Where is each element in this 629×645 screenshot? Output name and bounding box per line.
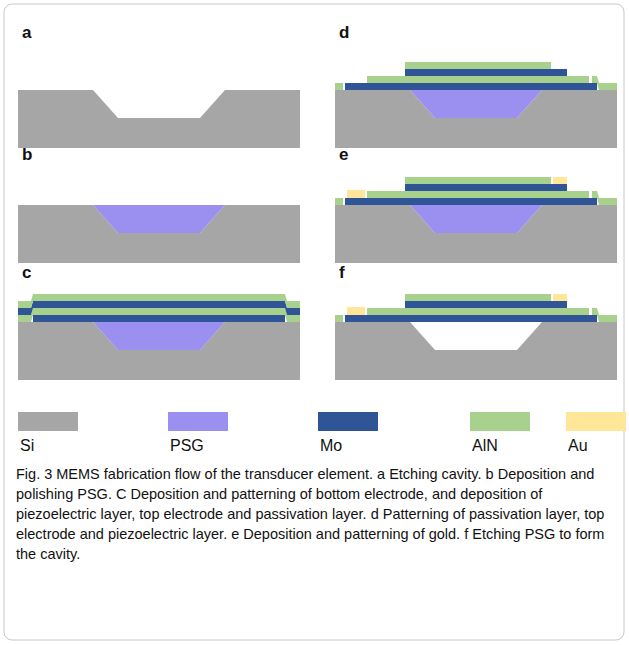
psg-sacrificial-layer	[410, 205, 542, 233]
passivation-layer	[18, 294, 300, 308]
piezoelectric-layer	[367, 191, 589, 198]
gold-pad	[553, 294, 567, 301]
top-electrode	[18, 301, 300, 315]
piezoelectric-layer	[335, 198, 343, 205]
bottom-electrode	[345, 198, 597, 205]
piezoelectric-layer	[367, 308, 589, 315]
gold-pad	[347, 307, 365, 315]
silicon-substrate	[335, 205, 617, 263]
psg-sacrificial-layer	[93, 205, 225, 233]
legend-swatch	[18, 412, 78, 431]
legend-label: AlN	[472, 438, 498, 454]
legend-swatch	[470, 412, 530, 431]
panel-letter: d	[339, 24, 349, 41]
piezoelectric-layer	[367, 76, 589, 83]
gold-pad	[347, 190, 365, 198]
panel-letter: e	[339, 146, 348, 163]
legend-label: Si	[20, 438, 34, 454]
bottom-electrode	[345, 315, 597, 322]
figure-caption: Fig. 3 MEMS fabrication flow of the tran…	[16, 464, 612, 564]
psg-sacrificial-layer	[410, 90, 542, 118]
piezoelectric-layer	[592, 308, 617, 322]
panel-letter: b	[22, 146, 32, 163]
piezoelectric-layer	[592, 191, 617, 205]
silicon-substrate	[18, 322, 300, 380]
silicon-substrate	[335, 322, 617, 380]
silicon-substrate	[18, 90, 300, 148]
legend-swatch	[566, 412, 626, 431]
psg-sacrificial-layer	[93, 322, 225, 350]
passivation-layer	[405, 62, 551, 69]
piezoelectric-layer	[335, 83, 343, 90]
piezoelectric-layer	[592, 76, 617, 90]
panel-letter: c	[22, 264, 31, 281]
passivation-layer	[405, 294, 551, 301]
top-electrode	[405, 69, 567, 76]
piezoelectric-layer	[18, 308, 300, 322]
top-electrode	[405, 184, 567, 191]
bottom-electrode	[345, 83, 597, 90]
legend-swatch	[318, 412, 378, 431]
legend-swatch	[168, 412, 228, 431]
silicon-substrate	[18, 205, 300, 263]
figure-frame	[4, 4, 624, 640]
piezoelectric-layer	[335, 315, 343, 322]
legend-label: PSG	[170, 438, 204, 454]
top-electrode	[405, 301, 567, 308]
passivation-layer	[405, 177, 551, 184]
panel-letter: f	[339, 264, 345, 281]
bottom-electrode	[33, 315, 285, 322]
gold-pad	[553, 177, 567, 184]
silicon-substrate	[335, 90, 617, 148]
panel-letter: a	[22, 24, 31, 41]
legend-label: Mo	[320, 438, 342, 454]
legend-label: Au	[568, 438, 588, 454]
